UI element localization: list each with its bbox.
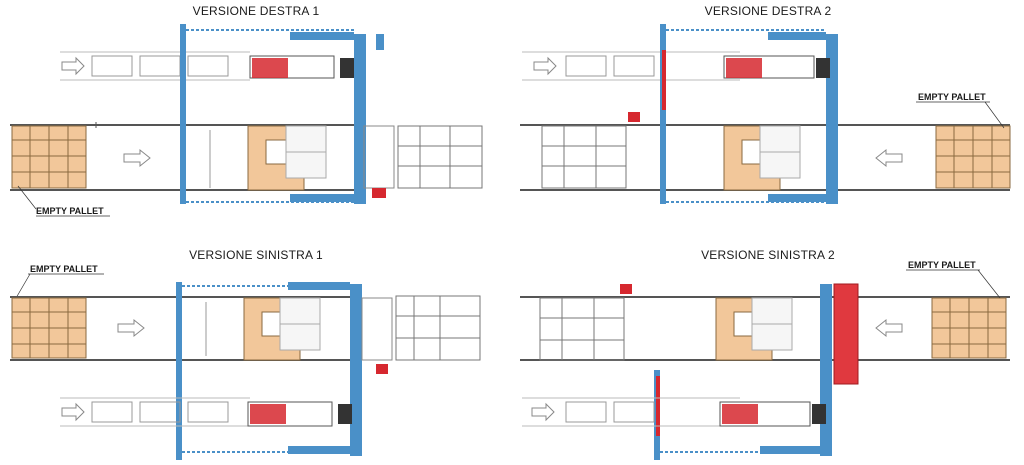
arrow-right-icon	[117, 318, 145, 338]
empty-pallet-label: EMPTY PALLET	[918, 92, 986, 102]
gantry-frame	[180, 24, 384, 204]
arrow-right-icon	[61, 402, 85, 422]
robot-head	[719, 401, 826, 427]
infeed-lane	[60, 397, 250, 427]
infeed-lane	[60, 51, 250, 81]
infeed-lane	[522, 397, 740, 427]
empty-pallet-label: EMPTY PALLET	[908, 260, 976, 270]
loading-pallet	[715, 297, 793, 361]
outfeed-boxes	[539, 284, 632, 361]
robot-head	[723, 55, 830, 79]
robot-head	[247, 401, 352, 427]
arrow-left-icon	[875, 318, 903, 338]
loading-pallet	[723, 125, 801, 191]
robot-head	[249, 55, 354, 79]
loading-pallet	[209, 125, 327, 191]
empty-pallet	[11, 125, 87, 189]
layout-destra-1: EMPTY PALLET	[10, 24, 483, 217]
arrow-right-icon	[531, 402, 555, 422]
arrow-left-icon	[875, 148, 903, 168]
infeed-lane	[522, 51, 740, 81]
arrow-right-icon	[61, 56, 85, 76]
gantry-frame	[176, 282, 362, 460]
layout-sinistra-2: EMPTY PALLET	[520, 260, 1010, 460]
title-versione-sinistra-2: VERSIONE SINISTRA 2	[701, 248, 835, 262]
loading-pallet	[205, 297, 321, 361]
empty-pallet-label: EMPTY PALLET	[36, 206, 104, 216]
empty-pallet	[11, 297, 87, 359]
layout-destra-2: EMPTY PALLET	[520, 24, 1011, 204]
title-versione-destra-2: VERSIONE DESTRA 2	[704, 4, 832, 18]
empty-pallet	[935, 125, 1011, 189]
title-versione-sinistra-1: VERSIONE SINISTRA 1	[189, 248, 323, 262]
outfeed-boxes	[541, 112, 640, 189]
title-versione-destra-1: VERSIONE DESTRA 1	[192, 4, 320, 18]
outfeed-boxes	[361, 295, 481, 374]
empty-pallet	[931, 297, 1007, 359]
arrow-right-icon	[123, 148, 151, 168]
outfeed-boxes	[363, 125, 483, 198]
arrow-right-icon	[533, 56, 557, 76]
empty-pallet-label: EMPTY PALLET	[30, 264, 98, 274]
layout-sinistra-1: EMPTY PALLET	[10, 264, 481, 460]
